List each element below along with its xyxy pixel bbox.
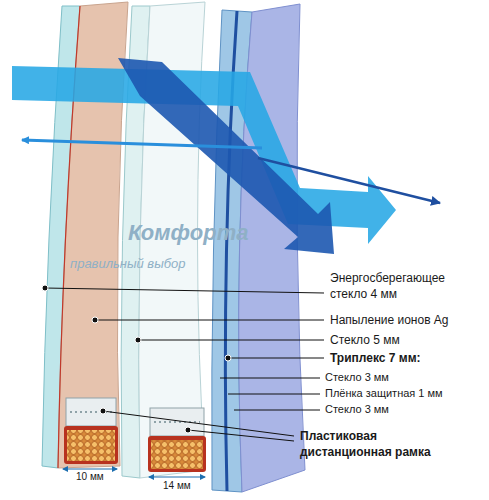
sub-part-label: Плёнка защитная 1 мм: [325, 386, 443, 401]
leader-dots: [42, 285, 231, 433]
leader-lines: [45, 288, 324, 441]
heat-arrow-band: [118, 58, 334, 254]
passing-arrow: [258, 158, 440, 203]
spacer-frame: [148, 436, 206, 472]
dimension-label: 10 мм: [76, 471, 104, 483]
spacer-frame: [64, 426, 118, 464]
sub-part-label: Стекло 3 мм: [325, 370, 389, 385]
dimension-line: [149, 477, 205, 478]
part-label: Пластиковая дистанционная рамка: [300, 428, 460, 460]
part-label: Триплекс 7 мм:: [330, 350, 421, 366]
sub-part-label: Стекло 3 мм: [325, 402, 389, 417]
part-label: Энергосберегающее стекло 4 мм: [330, 270, 475, 302]
watermark: Комфорта: [128, 220, 249, 246]
light-arrow-band: [12, 66, 396, 244]
dimension-label: 14 мм: [163, 480, 191, 492]
part-label: Стекло 5 мм: [330, 332, 400, 348]
reflected-arrow: [22, 140, 262, 148]
part-label: Напыление ионов Ag: [330, 312, 449, 328]
watermark: правильный выбор: [70, 256, 185, 272]
desiccant: [151, 440, 203, 469]
desiccant: [67, 430, 115, 461]
spacer-profile: [150, 408, 204, 436]
dimension-line: [63, 469, 117, 470]
